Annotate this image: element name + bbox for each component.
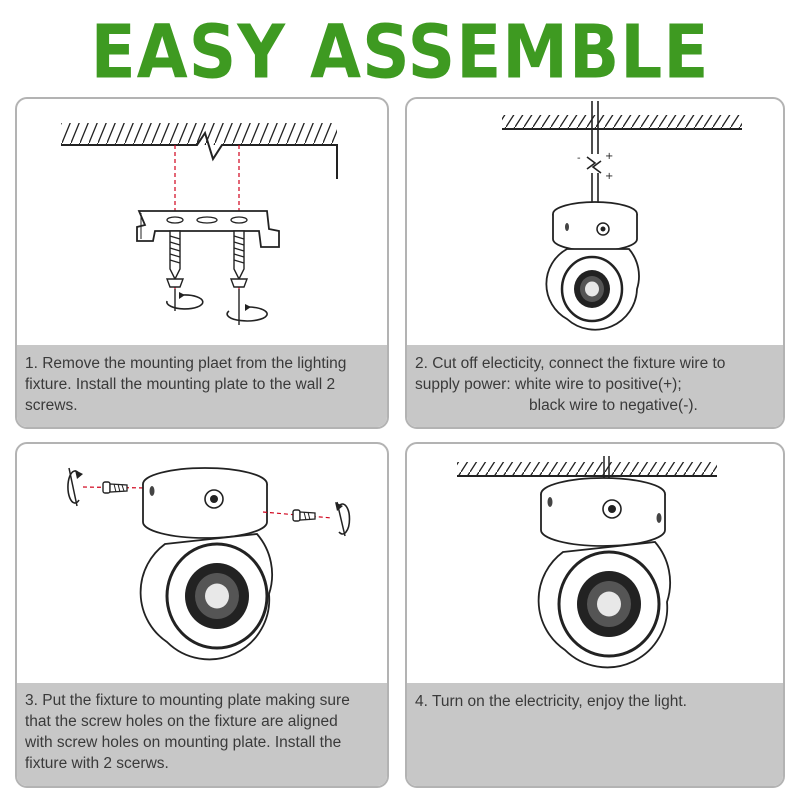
fixture-head-icon: [537, 541, 672, 669]
rotate-arrow-icon-left: [166, 289, 204, 311]
rotate-arrow-icon-right: [226, 289, 268, 325]
step-1-panel: 1. Remove the mounting plaet from the li…: [15, 97, 389, 429]
guide-line-right: [262, 511, 333, 519]
screw-icon-right: [292, 509, 316, 522]
step-4-caption: 4. Turn on the electricity, enjoy the li…: [407, 683, 783, 786]
step-2-caption: 2. Cut off electicity, connect the fixtu…: [407, 345, 783, 427]
svg-text:-: -: [577, 153, 581, 164]
ceiling-hatch: [502, 115, 742, 130]
svg-text:+: +: [605, 151, 613, 162]
step-1-line-2: fixture. Install the mounting plate to t…: [25, 376, 336, 393]
svg-text:+: +: [605, 171, 613, 182]
step-4-illustration: [457, 456, 717, 669]
step-3-line-1: 3. Put the fixture to mounting plate mak…: [25, 692, 350, 709]
step-2-illustration: - + +: [502, 101, 742, 331]
ceiling-hatch: [61, 123, 338, 179]
step-1-line-3: screws.: [25, 397, 78, 414]
page-title: EASY ASSEMBLE: [90, 9, 710, 96]
rotate-arrow-icon-right: [335, 501, 351, 537]
guide-line-left: [82, 486, 148, 489]
fixture-base-icon: [142, 467, 268, 539]
step-2-panel: - + + 2. Cut off electicity, connect the…: [405, 97, 785, 429]
screw-icon-left: [102, 481, 128, 494]
fixture-base-icon: [540, 477, 666, 547]
rotate-arrow-icon-left: [67, 467, 83, 507]
step-1-caption: 1. Remove the mounting plaet from the li…: [17, 345, 387, 427]
step-1-illustration: [61, 123, 338, 325]
step-1-line-1: 1. Remove the mounting plaet from the li…: [25, 355, 347, 372]
step-2-line-1: 2. Cut off electicity, connect the fixtu…: [415, 355, 726, 372]
step-3-line-4: fixture with 2 scerws.: [25, 755, 169, 772]
mounting-plate-icon: [136, 210, 280, 248]
fixture-head-icon: [545, 248, 640, 331]
step-3-line-2: that the screw holes on the fixture are …: [25, 713, 338, 730]
step-3-line-3: with screw holes on mounting plate. Inst…: [25, 734, 342, 751]
step-3-panel: 3. Put the fixture to mounting plate mak…: [15, 442, 389, 788]
fixture-base-icon: [552, 201, 638, 252]
fixture-head-icon: [139, 533, 274, 661]
step-4-panel: 4. Turn on the electricity, enjoy the li…: [405, 442, 785, 788]
step-2-line-3: black wire to negative(-).: [529, 397, 698, 414]
screw-icon-right: [229, 230, 249, 288]
step-3-illustration: [67, 467, 351, 661]
step-4-line-1: 4. Turn on the electricity, enjoy the li…: [415, 693, 687, 710]
screw-icon-left: [165, 230, 185, 288]
step-2-line-2: supply power: white wire to positive(+);: [415, 376, 682, 393]
step-3-caption: 3. Put the fixture to mounting plate mak…: [17, 683, 387, 786]
